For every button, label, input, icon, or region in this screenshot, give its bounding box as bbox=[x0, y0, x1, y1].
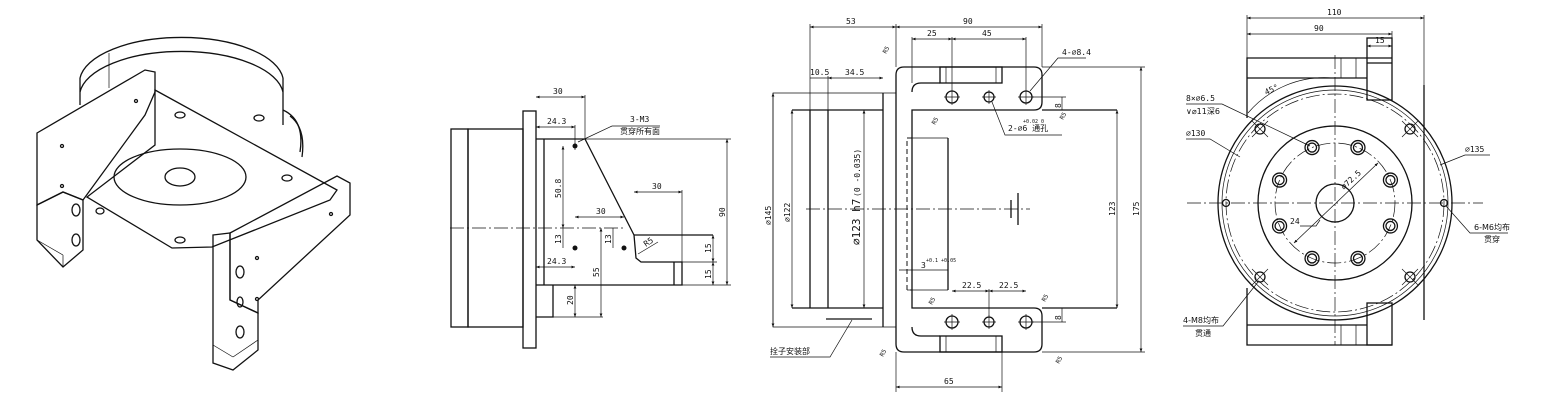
side-view-outline bbox=[450, 110, 713, 349]
bolt-hole bbox=[1352, 253, 1364, 264]
dia-145: ⌀145 bbox=[764, 206, 773, 225]
dim-30-right: 30 bbox=[652, 182, 662, 191]
hole-note-2: 2-⌀6 通孔 bbox=[1008, 123, 1048, 133]
dia-130: ⌀130 bbox=[1186, 129, 1205, 138]
angle-45: 45° bbox=[1263, 83, 1280, 97]
dim-15-b: 15 bbox=[704, 269, 713, 279]
iso-left-wing bbox=[36, 69, 156, 268]
dim-3: 3 bbox=[921, 261, 926, 270]
radius-label: R5 bbox=[931, 116, 941, 126]
bolt-hole bbox=[1274, 220, 1285, 232]
bolt-hole bbox=[1271, 218, 1288, 234]
dim-25: 25 bbox=[927, 29, 937, 38]
dim-55: 55 bbox=[592, 267, 601, 277]
m6-note-2: 贯穿 bbox=[1484, 234, 1500, 244]
dim-24: 24 bbox=[1290, 217, 1300, 226]
dia-123-tolerance: (0 -0.035) bbox=[853, 149, 862, 197]
dim-15-a: 15 bbox=[704, 243, 713, 253]
dia-135: ⌀135 bbox=[1465, 145, 1484, 154]
bolt-hole bbox=[1382, 172, 1399, 188]
radius-label: R5 bbox=[928, 296, 938, 306]
isometric-view bbox=[36, 36, 351, 371]
dim-30-top: 30 bbox=[553, 87, 563, 96]
bolt-hole bbox=[1385, 174, 1396, 186]
dim-53: 53 bbox=[846, 17, 856, 26]
dim-13-b: 13 bbox=[604, 234, 613, 244]
hole-note-8: 8×⌀6.5 bbox=[1186, 94, 1215, 103]
end-view-bolt-holes bbox=[1271, 139, 1399, 267]
radius-label: R5 bbox=[1041, 293, 1051, 303]
side-view-dimensions: 30 24.3 3-M3 贯穿所有面 50.8 13 30 13 24.3 55… bbox=[536, 87, 731, 318]
end-view: 110 90 15 45° 8×⌀6.5 ∨⌀11深6 ⌀130 ⌀135 6-… bbox=[1183, 8, 1510, 346]
hole-tolerance: +0.02 0 bbox=[1023, 119, 1044, 125]
end-view-outline bbox=[1187, 37, 1483, 346]
m8-note: 4-M8均布 bbox=[1183, 315, 1219, 325]
dim-22-5-a: 22.5 bbox=[962, 281, 981, 290]
dim-20: 20 bbox=[566, 295, 575, 305]
thread-note-2: 贯穿所有面 bbox=[620, 126, 660, 136]
dim-50-8: 50.8 bbox=[554, 179, 563, 198]
dim-15: 15 bbox=[1375, 36, 1385, 45]
front-view-dimensions: 53 90 25 45 10.5 34.5 4-⌀8.4 2-⌀6 通孔 +0.… bbox=[764, 17, 1145, 392]
bolt-hole bbox=[1271, 172, 1288, 188]
dim-110: 110 bbox=[1327, 8, 1342, 17]
side-view: 30 24.3 3-M3 贯穿所有面 50.8 13 30 13 24.3 55… bbox=[450, 87, 731, 349]
dim-8-top: 8 bbox=[1054, 103, 1063, 108]
dim-90: 90 bbox=[963, 17, 973, 26]
thread-note: 3-M3 bbox=[630, 115, 649, 124]
dia-123-h7: ⌀123 h7 bbox=[850, 199, 863, 245]
m6-note: 6-M6均布 bbox=[1474, 222, 1510, 232]
front-view-outline bbox=[772, 66, 1117, 353]
dim-24-3-bottom: 24.3 bbox=[547, 257, 566, 266]
m8-note-2: 贯通 bbox=[1195, 328, 1211, 338]
dim-10-5: 10.5 bbox=[810, 68, 829, 77]
dim-123: 123 bbox=[1108, 201, 1117, 216]
dia-122: ⌀122 bbox=[783, 203, 792, 222]
dim-30-mid: 30 bbox=[596, 207, 606, 216]
radius-label: R5 bbox=[1059, 111, 1069, 121]
bolt-hole bbox=[1350, 139, 1366, 156]
dia-72-5: ⌀72.5 bbox=[1339, 168, 1363, 191]
bolt-hole bbox=[1304, 250, 1320, 267]
dim-24-3-top: 24.3 bbox=[547, 117, 566, 126]
iso-top-plate bbox=[85, 88, 338, 249]
dim-90: 90 bbox=[718, 207, 727, 217]
bolt-hole bbox=[1382, 218, 1399, 234]
dim-8-bottom: 8 bbox=[1054, 315, 1063, 320]
end-view-mount-holes bbox=[1221, 120, 1449, 286]
dim-45: 45 bbox=[982, 29, 992, 38]
dim-175: 175 bbox=[1132, 201, 1141, 216]
counterbore-note: ∨⌀11深6 bbox=[1186, 107, 1220, 116]
radius-label: R5 bbox=[879, 348, 889, 358]
hole-note-4: 4-⌀8.4 bbox=[1062, 48, 1091, 57]
iso-right-wing bbox=[212, 175, 351, 371]
bolt-hole bbox=[1304, 139, 1320, 156]
dim-3-tolerance: +0.1 +0.05 bbox=[926, 258, 956, 264]
dim-65: 65 bbox=[944, 377, 954, 386]
front-view: 53 90 25 45 10.5 34.5 4-⌀8.4 2-⌀6 通孔 +0.… bbox=[764, 17, 1145, 392]
bolt-hole bbox=[1274, 174, 1285, 186]
dim-34-5: 34.5 bbox=[845, 68, 864, 77]
bolt-hole bbox=[1385, 220, 1396, 232]
bolt-hole bbox=[1350, 250, 1366, 267]
radius-label: R5 bbox=[1055, 355, 1065, 365]
dim-22-5-b: 22.5 bbox=[999, 281, 1018, 290]
bolt-hole bbox=[1352, 142, 1364, 153]
finger-mount-note: 拴子安装部 bbox=[770, 346, 810, 356]
radius-label: R5 bbox=[882, 45, 892, 55]
dim-90: 90 bbox=[1314, 24, 1324, 33]
bolt-hole bbox=[1306, 142, 1318, 153]
iso-cylinder bbox=[79, 36, 304, 158]
bolt-hole bbox=[1306, 253, 1318, 264]
radius-r5: R5 bbox=[642, 236, 655, 249]
dim-13-a: 13 bbox=[554, 234, 563, 244]
